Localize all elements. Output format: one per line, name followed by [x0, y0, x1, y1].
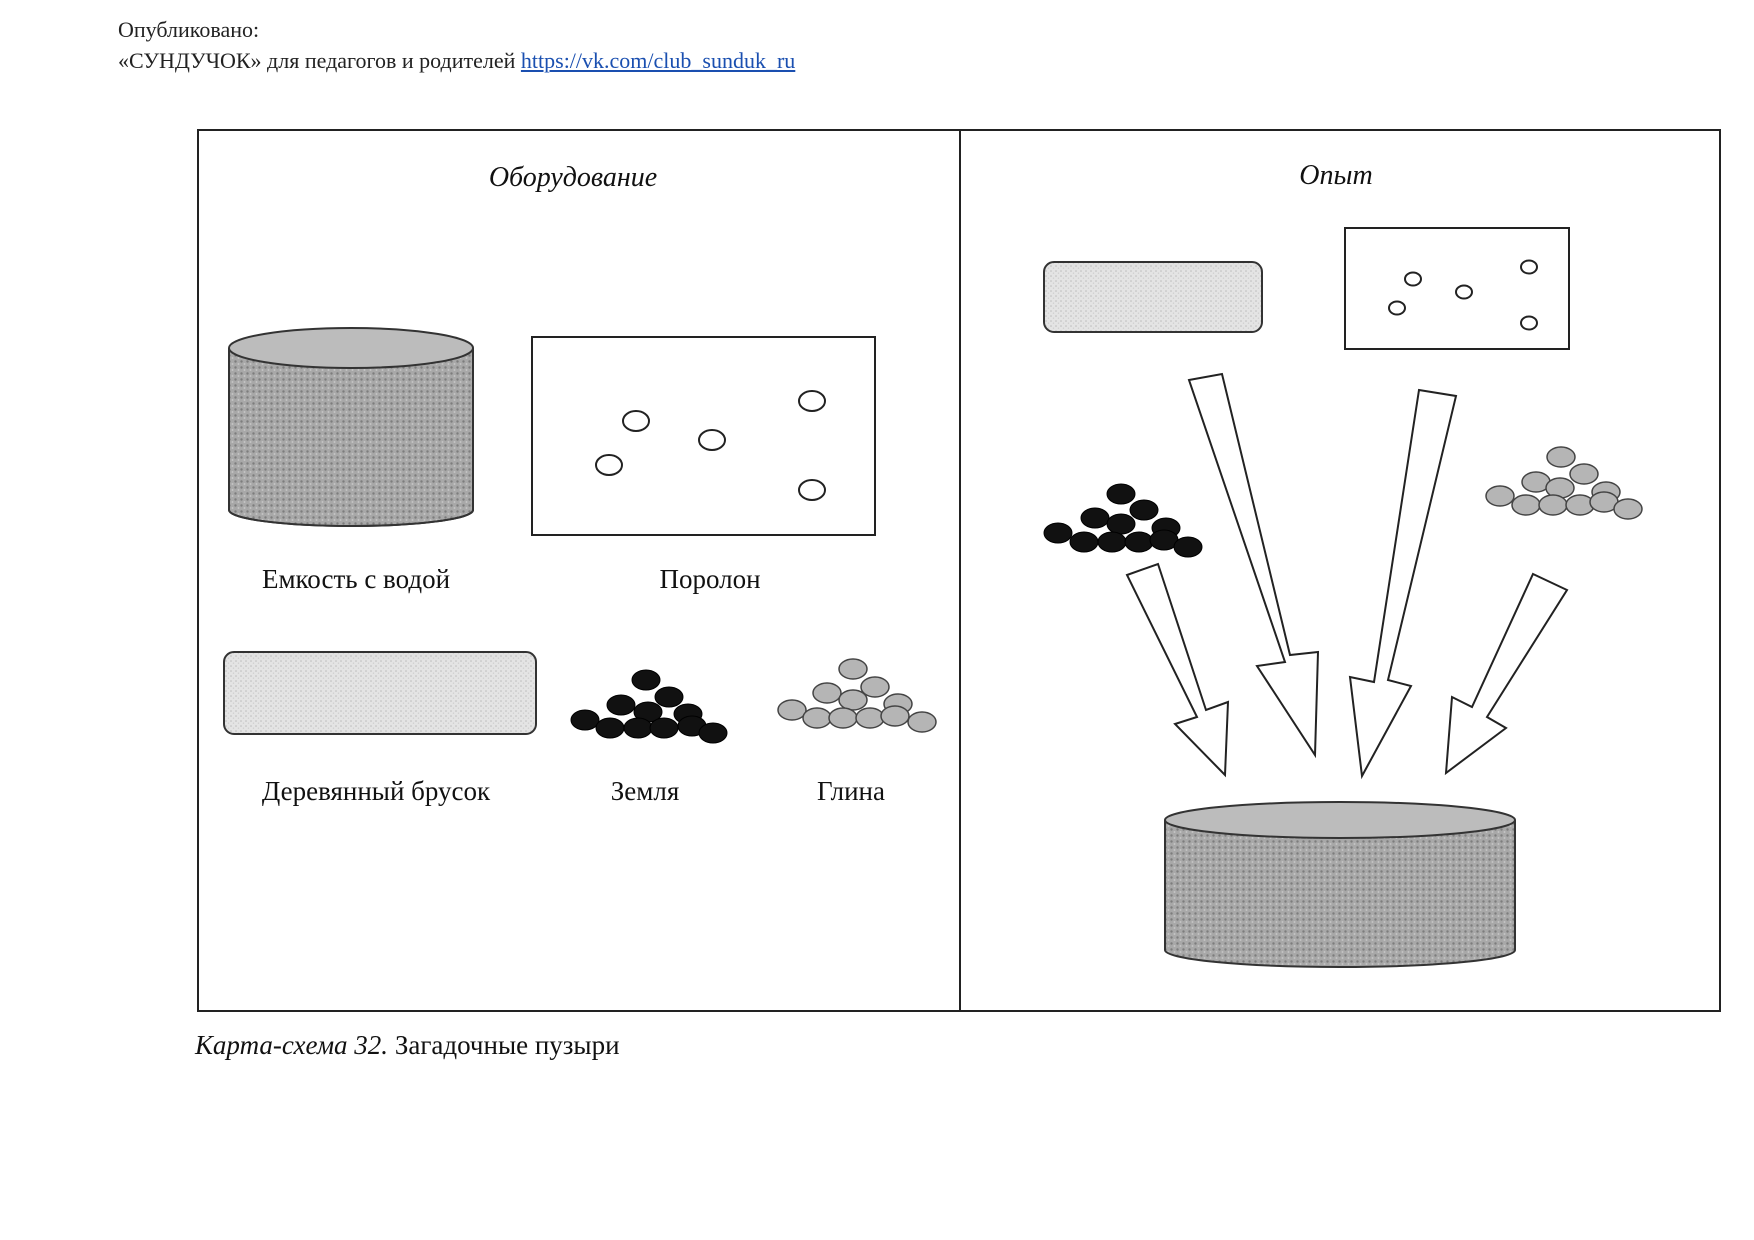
caption-text: Загадочные пузыри [394, 1030, 620, 1060]
clay-pile-icon [777, 658, 937, 733]
soil-pile-icon [570, 669, 728, 744]
soil-pile-icon [1043, 483, 1203, 558]
wooden-block-icon [1043, 261, 1263, 333]
arrow-icon [1348, 388, 1458, 780]
caption-prefix: Карта-схема 32. [195, 1030, 389, 1060]
equipment-title: Оборудование [489, 162, 657, 193]
equipment-panel: Оборудование Емкость с водой Поролон Дер… [223, 162, 937, 806]
foam-sponge-icon [1344, 227, 1570, 350]
publication-header: Опубликовано: «СУНДУЧОК» для педагогов и… [118, 14, 795, 76]
source-text: «СУНДУЧОК» для педагогов и родителей [118, 48, 516, 73]
container-of-water-icon [228, 327, 474, 527]
arrow-icon [1444, 572, 1569, 776]
source-link[interactable]: https://vk.com/club_sunduk_ru [520, 48, 796, 73]
label-soil: Земля [611, 776, 680, 806]
foam-sponge-icon [531, 336, 876, 536]
diagram-caption: Карта-схема 32. Загадочные пузыри [195, 1030, 620, 1061]
published-label: Опубликовано: [118, 17, 260, 42]
wooden-block-icon [223, 651, 537, 735]
experiment-title: Опыт [1299, 160, 1372, 191]
label-wooden-block: Деревянный брусок [262, 776, 491, 806]
clay-pile-icon [1485, 446, 1643, 520]
arrows-group [1125, 372, 1569, 780]
container-of-water-icon [1164, 801, 1516, 968]
label-clay: Глина [817, 776, 885, 806]
experiment-panel: Опыт [1043, 160, 1643, 968]
source-line: «СУНДУЧОК» для педагогов и родителей htt… [118, 45, 795, 76]
arrow-icon [1187, 372, 1320, 759]
label-foam-sponge: Поролон [659, 564, 760, 594]
label-container-of-water: Емкость с водой [262, 564, 450, 594]
arrow-icon [1125, 562, 1230, 778]
